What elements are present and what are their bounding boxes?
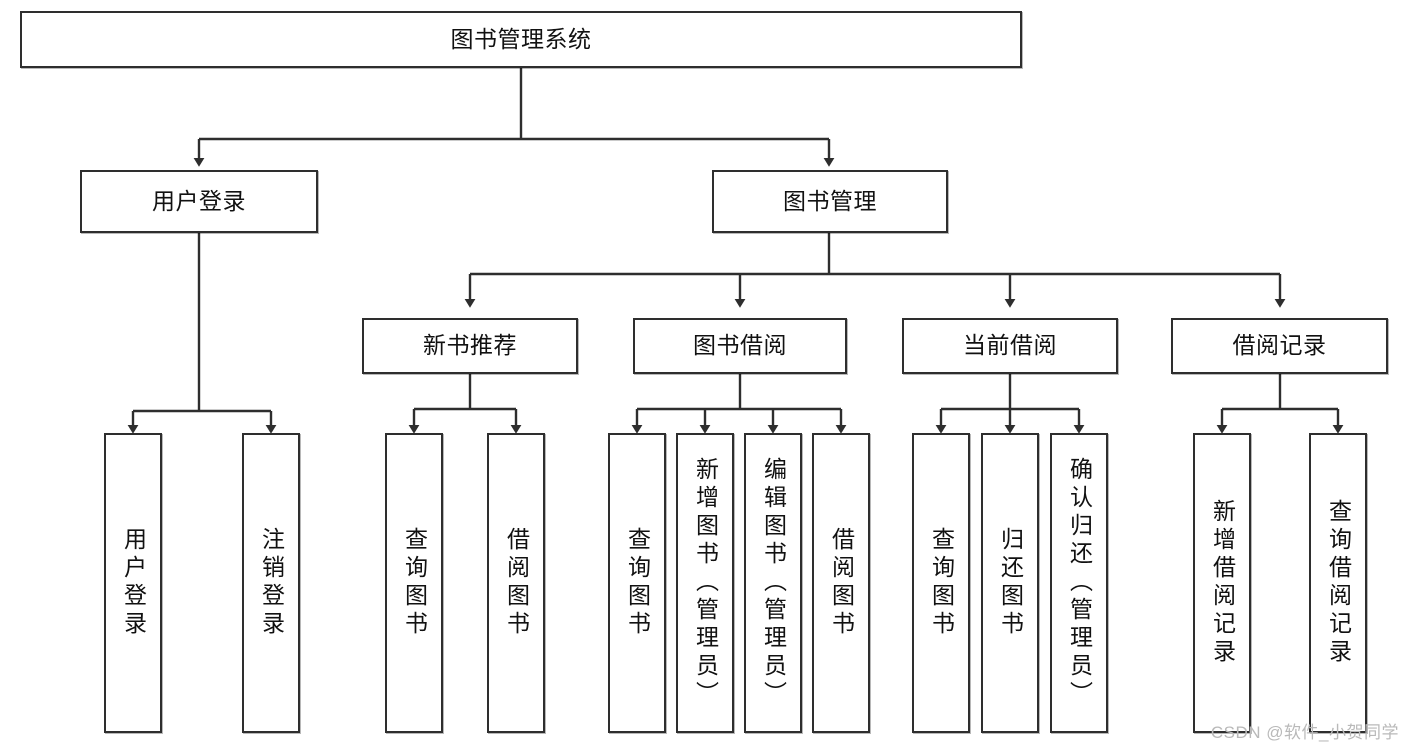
csdn-watermark: CSDN @软件_小贺同学 [1210,723,1399,742]
node-label: 新增图书（管理员） [692,457,719,709]
node-label: 借阅图书 [828,527,855,639]
node-label: 查询图书 [624,527,651,639]
node-label: 编辑图书（管理员） [760,457,787,709]
node-label: 查询图书 [928,527,955,639]
leaf-current-borrow-confirm-return-admin[interactable]: 确认归还（管理员） [1050,433,1108,733]
node-label: 图书借阅 [693,332,787,359]
node-label: 归还图书 [997,527,1024,639]
leaf-book-borrow-add-book-admin[interactable]: 新增图书（管理员） [676,433,734,733]
node-label: 当前借阅 [963,332,1057,359]
node-label: 新增借阅记录 [1209,499,1236,667]
leaf-book-borrow-borrow-book[interactable]: 借阅图书 [812,433,870,733]
node-label: 查询图书 [401,527,428,639]
node-label: 查询借阅记录 [1325,499,1352,667]
node-label: 借阅记录 [1232,332,1327,359]
node-label: 确认归还（管理员） [1066,457,1093,709]
node-label: 图书管理系统 [450,25,592,52]
leaf-user-login-logout[interactable]: 注销登录 [242,433,300,733]
node-label: 图书管理 [783,187,877,214]
node-label: 新书推荐 [423,332,517,359]
leaf-book-borrow-query-book[interactable]: 查询图书 [608,433,666,733]
leaf-borrow-record-add-record[interactable]: 新增借阅记录 [1193,433,1251,733]
node-borrow-record[interactable]: 借阅记录 [1171,318,1388,374]
leaf-borrow-record-query-record[interactable]: 查询借阅记录 [1309,433,1367,733]
node-label: 借阅图书 [503,527,530,639]
node-root-book-management-system[interactable]: 图书管理系统 [20,11,1022,68]
leaf-current-borrow-query-book[interactable]: 查询图书 [912,433,970,733]
node-current-borrow[interactable]: 当前借阅 [902,318,1118,374]
node-label: 用户登录 [120,527,147,639]
leaf-user-login-login[interactable]: 用户登录 [104,433,162,733]
leaf-new-book-borrow-book[interactable]: 借阅图书 [487,433,545,733]
leaf-current-borrow-return-book[interactable]: 归还图书 [981,433,1039,733]
node-label: 用户登录 [152,187,246,214]
node-book-management[interactable]: 图书管理 [712,170,948,233]
leaf-book-borrow-edit-book-admin[interactable]: 编辑图书（管理员） [744,433,802,733]
node-book-borrow[interactable]: 图书借阅 [633,318,847,374]
node-user-login[interactable]: 用户登录 [80,170,318,233]
leaf-new-book-query-book[interactable]: 查询图书 [385,433,443,733]
node-new-book-recommend[interactable]: 新书推荐 [362,318,578,374]
node-label: 注销登录 [258,527,285,639]
